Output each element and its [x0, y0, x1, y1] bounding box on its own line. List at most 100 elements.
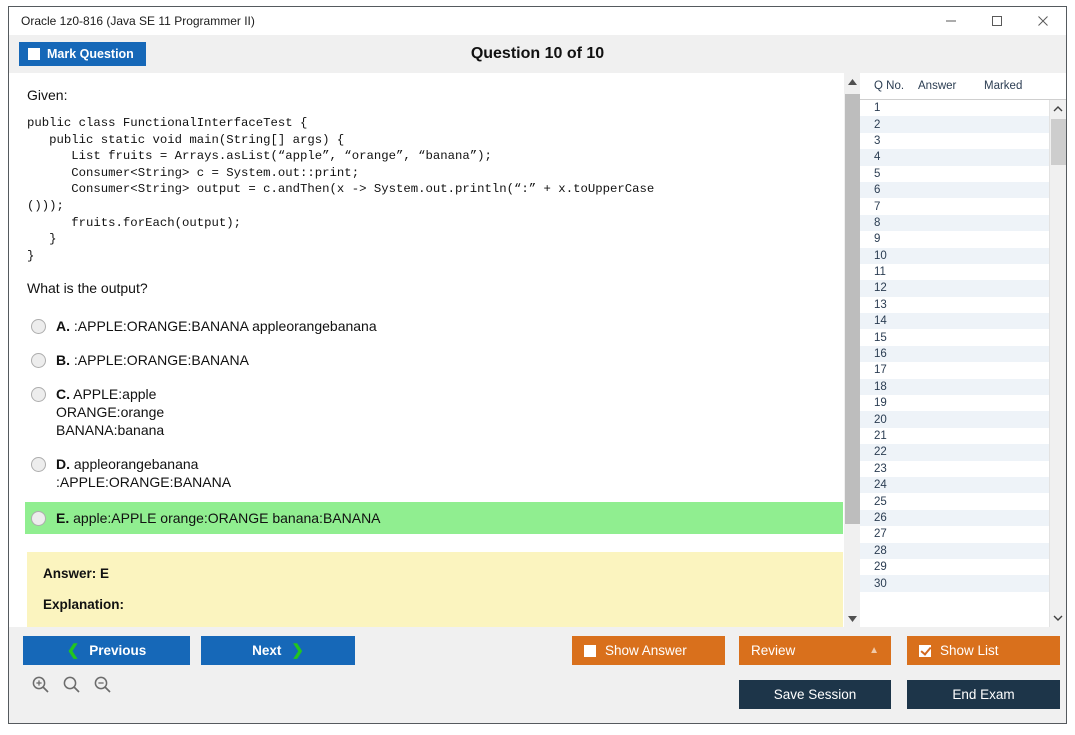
option-row[interactable]: B. :APPLE:ORANGE:BANANA: [25, 346, 843, 374]
question-list-row[interactable]: 28: [860, 542, 1049, 559]
question-list-row[interactable]: 16: [860, 345, 1049, 363]
question-list-row[interactable]: 7: [860, 198, 1049, 215]
show-list-button[interactable]: Show List: [907, 636, 1060, 665]
zoom-reset-icon[interactable]: [62, 675, 81, 694]
list-scroll-thumb[interactable]: [1050, 119, 1066, 165]
option-label: D. appleorangebanana :APPLE:ORANGE:BANAN…: [56, 455, 231, 491]
option-label: A. :APPLE:ORANGE:BANANA appleorangebanan…: [56, 317, 377, 335]
save-session-button[interactable]: Save Session: [739, 680, 891, 709]
show-answer-checkbox[interactable]: [584, 644, 596, 657]
window-title: Oracle 1z0-816 (Java SE 11 Programmer II…: [21, 14, 255, 28]
question-list-row[interactable]: 13: [860, 296, 1049, 314]
exam-header: Mark Question Question 10 of 10: [9, 35, 1066, 73]
question-list-row[interactable]: 8: [860, 214, 1049, 232]
list-scroll-up-icon[interactable]: [1050, 100, 1067, 117]
question-list-row[interactable]: 2: [860, 116, 1049, 133]
question-list-row[interactable]: 14: [860, 313, 1049, 330]
question-list-row[interactable]: 26: [860, 509, 1049, 527]
question-list-row[interactable]: 25: [860, 493, 1049, 510]
maximize-icon[interactable]: [974, 7, 1020, 35]
show-list-checkbox[interactable]: [919, 644, 931, 657]
option-row-correct[interactable]: E. apple:APPLE orange:ORANGE banana:BANA…: [25, 502, 843, 535]
question-list-row[interactable]: 23: [860, 460, 1049, 477]
list-scroll-track[interactable]: [1050, 117, 1067, 610]
question-number: 29: [874, 561, 887, 574]
option-radio[interactable]: [31, 353, 46, 369]
question-list-row[interactable]: 20: [860, 411, 1049, 428]
option-body: apple:APPLE orange:ORANGE banana:BANANA: [73, 510, 381, 527]
previous-button[interactable]: ❮ Previous: [23, 636, 190, 665]
exam-window: Oracle 1z0-816 (Java SE 11 Programmer II…: [8, 6, 1067, 724]
question-list-row[interactable]: 30: [860, 575, 1049, 592]
question-list-row[interactable]: 15: [860, 329, 1049, 346]
option-row[interactable]: C. APPLE:apple ORANGE:orange BANANA:bana…: [25, 380, 843, 444]
close-icon[interactable]: [1020, 7, 1066, 35]
question-number: 16: [874, 348, 887, 361]
page-title: Question 10 of 10: [470, 45, 605, 62]
question-list-row[interactable]: 22: [860, 444, 1049, 461]
answer-options-list: A. :APPLE:ORANGE:BANANA appleorangebanan…: [25, 312, 843, 535]
question-list-row[interactable]: 6: [860, 181, 1049, 199]
mark-question-checkbox[interactable]: [28, 48, 40, 60]
show-answer-label: Show Answer: [605, 643, 687, 658]
question-number: 9: [874, 233, 881, 246]
option-radio[interactable]: [31, 457, 46, 473]
question-list-row[interactable]: 21: [860, 427, 1049, 445]
content-scrollbar[interactable]: [843, 73, 860, 627]
answer-explanation-panel: Answer: E Explanation:: [27, 552, 843, 627]
question-list-row[interactable]: 5: [860, 165, 1049, 182]
mark-question-button[interactable]: Mark Question: [19, 42, 146, 66]
zoom-out-icon[interactable]: [93, 675, 112, 694]
title-bar: Oracle 1z0-816 (Java SE 11 Programmer II…: [9, 7, 1066, 35]
chevron-left-icon: ❮: [66, 642, 80, 659]
option-row[interactable]: A. :APPLE:ORANGE:BANANA appleorangebanan…: [25, 312, 843, 340]
content-scroll-thumb[interactable]: [844, 94, 860, 524]
question-number: 4: [874, 151, 881, 164]
question-list-row[interactable]: 29: [860, 558, 1049, 576]
question-list-scrollbar[interactable]: [1049, 100, 1066, 627]
next-button[interactable]: Next ❯: [201, 636, 355, 665]
list-scroll-down-icon[interactable]: [1050, 610, 1067, 627]
window-controls: [928, 7, 1066, 35]
next-label: Next: [252, 643, 282, 658]
exam-footer: ❮ Previous Next ❯ Show Answer Review ▲ S…: [9, 627, 1066, 723]
option-radio[interactable]: [31, 511, 46, 527]
scroll-up-icon[interactable]: [844, 73, 861, 90]
question-number: 2: [874, 118, 881, 131]
question-number: 7: [874, 200, 881, 213]
previous-label: Previous: [89, 643, 147, 658]
question-list-row[interactable]: 12: [860, 280, 1049, 297]
question-list-row[interactable]: 1: [860, 100, 1049, 117]
option-radio[interactable]: [31, 319, 46, 335]
zoom-controls: [31, 675, 112, 694]
question-list-row[interactable]: 9: [860, 231, 1049, 248]
option-radio[interactable]: [31, 387, 46, 403]
question-list-row[interactable]: 3: [860, 132, 1049, 150]
review-dropdown[interactable]: Review ▲: [739, 636, 891, 665]
content-scroll-track[interactable]: [844, 90, 861, 610]
question-list-row[interactable]: 27: [860, 526, 1049, 543]
question-list-row[interactable]: 18: [860, 378, 1049, 396]
question-number: 24: [874, 479, 887, 492]
question-list-row[interactable]: 19: [860, 395, 1049, 412]
show-answer-button[interactable]: Show Answer: [572, 636, 725, 665]
zoom-in-icon[interactable]: [31, 675, 50, 694]
minimize-icon[interactable]: [928, 7, 974, 35]
question-number: 6: [874, 184, 881, 197]
question-list-row[interactable]: 10: [860, 247, 1049, 264]
question-number: 3: [874, 134, 881, 147]
question-list-row[interactable]: 4: [860, 149, 1049, 166]
exam-body: Given: public class FunctionalInterfaceT…: [9, 73, 1066, 627]
question-list-row[interactable]: 11: [860, 263, 1049, 281]
option-row[interactable]: D. appleorangebanana :APPLE:ORANGE:BANAN…: [25, 450, 843, 496]
scroll-down-icon[interactable]: [844, 610, 861, 627]
end-exam-button[interactable]: End Exam: [907, 680, 1060, 709]
question-list-row[interactable]: 17: [860, 362, 1049, 379]
question-number: 21: [874, 430, 887, 442]
option-body: :APPLE:ORANGE:BANANA appleorangebanana: [73, 318, 377, 335]
option-body: APPLE:apple ORANGE:orange BANANA:banana: [56, 386, 165, 439]
question-list-row[interactable]: 24: [860, 476, 1049, 494]
